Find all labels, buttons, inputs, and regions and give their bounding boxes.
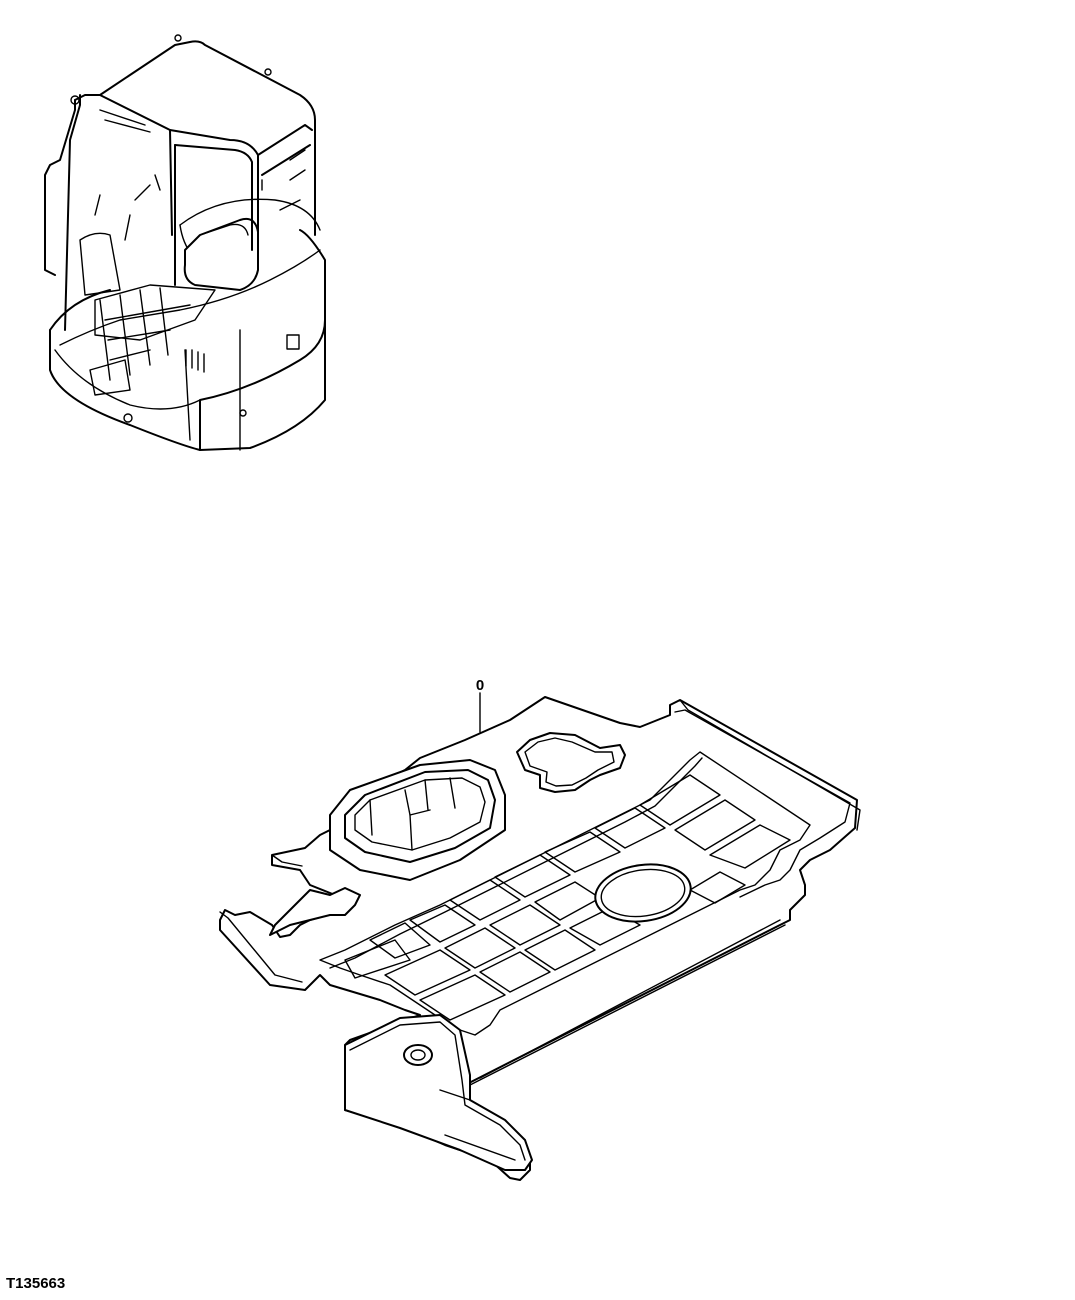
mat-cutout-left bbox=[269, 887, 361, 936]
mat-front-toe-pad bbox=[344, 1014, 533, 1171]
figure-id-label: T135663 bbox=[6, 1275, 66, 1292]
mat-round-hole bbox=[594, 863, 692, 923]
mat-cutout-top bbox=[516, 732, 626, 793]
callout-0: 0 bbox=[476, 677, 484, 733]
mat-grid-cells bbox=[344, 774, 791, 1021]
locator-excavator-illustration bbox=[44, 34, 326, 451]
mat-lever-boot bbox=[329, 759, 506, 881]
floor-mat-part bbox=[219, 696, 861, 1181]
callout-label: 0 bbox=[476, 677, 484, 694]
